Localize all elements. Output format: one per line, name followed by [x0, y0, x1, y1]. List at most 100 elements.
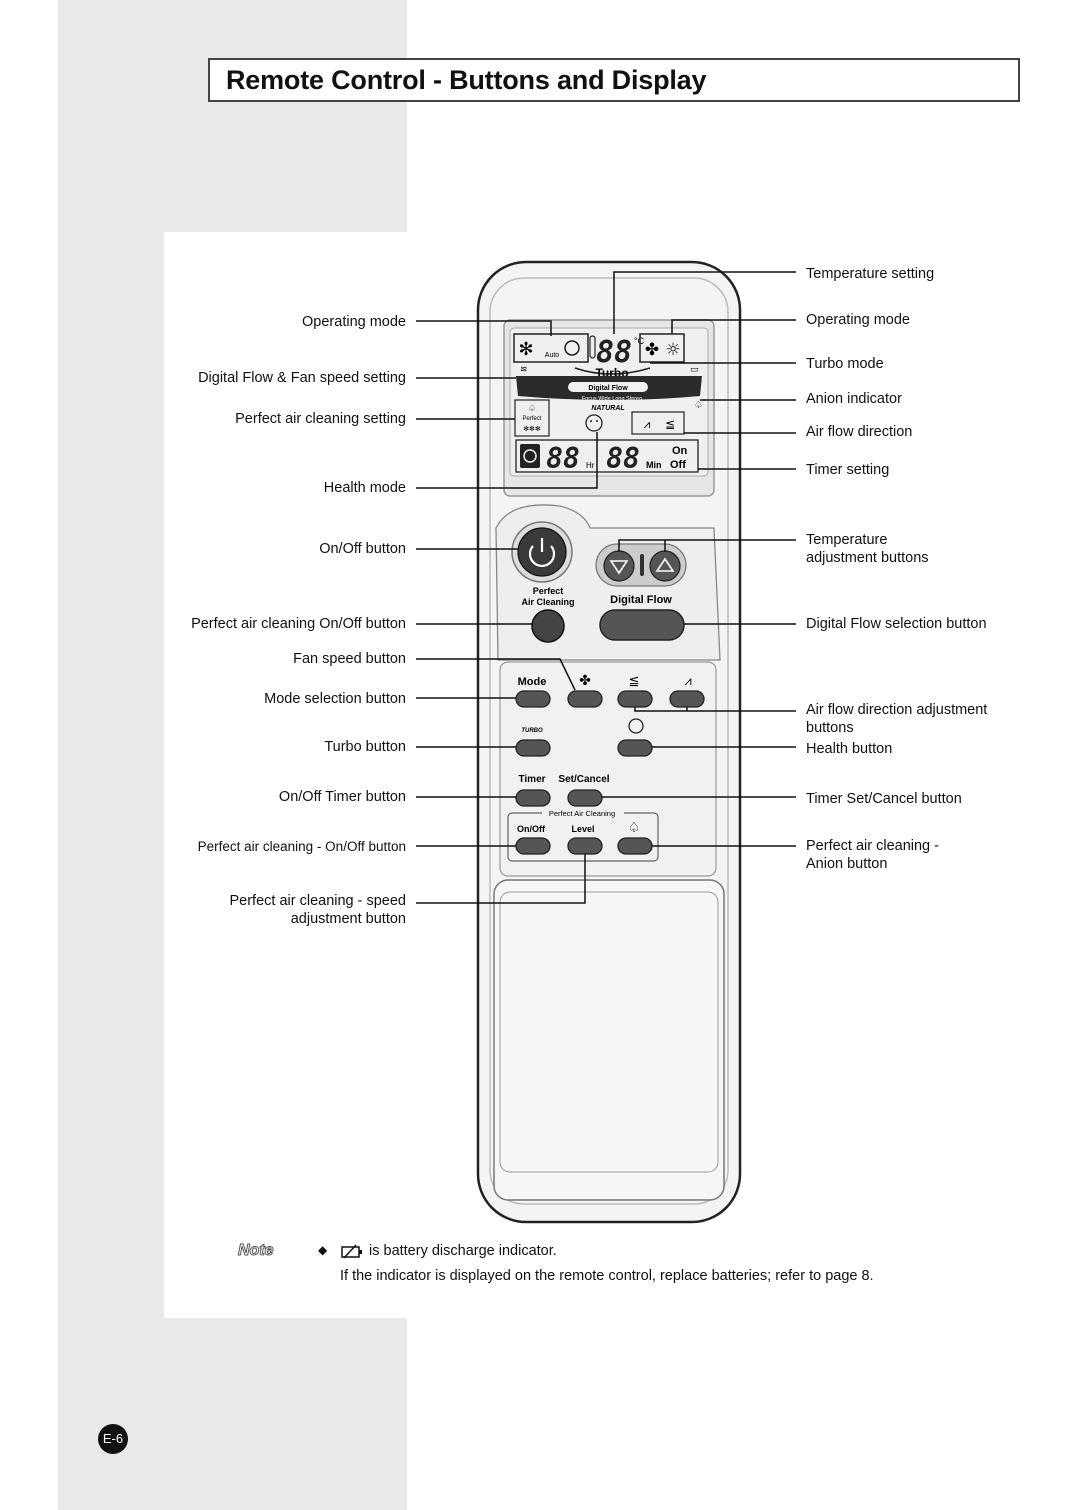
timer-label: Timer — [518, 774, 545, 785]
pac-group-label: Perfect Air Cleaning — [549, 809, 615, 818]
natural-label: NATURAL — [591, 405, 624, 412]
health-button[interactable] — [617, 739, 653, 757]
label-pac-anion-button: Perfect air cleaning - Anion button — [806, 838, 939, 872]
perfect-lcd-label: Perfect — [522, 416, 541, 422]
leader-lines-right — [602, 271, 796, 847]
heat-mode-icon: ☼ — [665, 340, 680, 360]
perfect-box — [514, 399, 550, 437]
turbo-small-label: TURBO — [521, 728, 543, 734]
signal-icon: ≋ — [520, 365, 528, 375]
pac-anion-button[interactable] — [617, 837, 653, 855]
perfect-level-icon: ✻✻✻ — [523, 425, 541, 433]
horizontal-swing-button[interactable] — [617, 690, 653, 708]
label-mode-selection-button: Mode selection button — [264, 691, 406, 707]
label-fan-speed-button: Fan speed button — [293, 651, 406, 667]
level-label: Level — [571, 824, 594, 834]
fan-mode-icon: ✤ — [645, 340, 659, 360]
pac-level-button[interactable] — [567, 837, 603, 855]
clock-icon — [523, 449, 537, 463]
page-title: Remote Control - Buttons and Display — [226, 65, 707, 95]
perfect-anion-icon: ♤ — [528, 404, 536, 414]
air-flow-lcd-box — [631, 411, 685, 435]
temperature-digits: 88 — [596, 335, 632, 370]
health-lcd-icon — [585, 414, 603, 432]
fan-heat-icons-box — [639, 333, 685, 363]
digital-flow-button-label: Digital Flow — [610, 594, 672, 606]
thermometer-icon — [589, 335, 596, 359]
label-turbo-mode: Turbo mode — [806, 356, 884, 372]
pac-button-label-2: Air Cleaning — [521, 597, 574, 607]
hr-label: Hr — [586, 461, 595, 470]
thermometer-small-icon — [640, 554, 644, 576]
label-perfect-air-cleaning-setting: Perfect air cleaning setting — [235, 411, 406, 427]
pac-onoff-button[interactable] — [515, 837, 551, 855]
vertical-swing-button[interactable] — [669, 690, 705, 708]
battery-icon-lcd: ▭ — [690, 365, 699, 375]
timer-button[interactable] — [515, 789, 551, 807]
label-pac-onoff-button: Perfect air cleaning On/Off button — [191, 616, 406, 632]
fan-speed-icon: ✤ — [579, 673, 591, 689]
timer-hours-digits: 88 — [546, 442, 580, 475]
note-line-2: If the indicator is displayed on the rem… — [340, 1268, 874, 1284]
health-button-icon — [628, 718, 644, 734]
label-turbo-button: Turbo button — [324, 739, 406, 755]
horizontal-swing-btn-icon: ≦ — [629, 674, 640, 689]
label-health-mode: Health mode — [323, 480, 406, 496]
down-arrow-icon — [609, 560, 629, 575]
label-timer-set-cancel: Timer Set/Cancel button — [806, 791, 962, 807]
timer-clock-box — [520, 444, 540, 468]
label-pac-onoff-button-2: Perfect air cleaning - On/Off button — [197, 839, 406, 854]
mode-label: Mode — [518, 676, 547, 688]
timer-display-box — [515, 439, 699, 473]
fan-speed-button[interactable] — [567, 690, 603, 708]
label-temperature-setting: Temperature setting — [806, 266, 935, 282]
temperature-up-button[interactable] — [649, 550, 681, 582]
turbo-button[interactable] — [515, 739, 551, 757]
timer-mins-digits: 88 — [606, 442, 640, 475]
background-band-top — [58, 0, 407, 232]
horizontal-swing-icon: ≦ — [665, 417, 675, 431]
dry-mode-icon — [564, 340, 580, 356]
note-heading: Note — [238, 1242, 275, 1260]
onoff-label: On/Off — [517, 824, 546, 834]
digital-flow-lcd-label: Digital Flow — [588, 385, 628, 392]
min-label: Min — [646, 460, 662, 470]
label-digital-flow-fan: Digital Flow & Fan speed setting — [198, 370, 406, 386]
set-cancel-button[interactable] — [567, 789, 603, 807]
battery-discharge-icon — [341, 1244, 362, 1259]
page-number: E-6 — [98, 1424, 128, 1454]
power-icon — [528, 545, 556, 568]
label-temperature-adjustment: Temperature adjustment buttons — [806, 532, 929, 566]
anion-lcd-icon: ♤ — [694, 400, 703, 411]
leader-lines-left — [416, 320, 598, 904]
digital-flow-button[interactable] — [599, 609, 685, 641]
note-line-1: is battery discharge indicator. — [369, 1243, 557, 1259]
remote-lower-cover — [493, 879, 725, 1201]
cool-mode-icon: ✻ — [518, 339, 533, 360]
note-bullet-icon: ◆ — [318, 1243, 328, 1257]
temperature-down-button[interactable] — [603, 550, 635, 582]
flow-modes-label: Focus Wide Long Stereo — [582, 396, 643, 402]
label-onoff-timer-button: On/Off Timer button — [278, 789, 406, 805]
up-arrow-icon — [655, 557, 675, 572]
turbo-arc — [574, 367, 651, 375]
vertical-swing-icon: ⩘ — [644, 417, 651, 431]
label-onoff-button: On/Off button — [319, 541, 406, 557]
auto-mode-label: Auto — [545, 352, 560, 359]
label-timer-setting: Timer setting — [806, 462, 890, 478]
background-band-left — [58, 0, 164, 1510]
lcd-screen — [509, 327, 709, 477]
label-air-flow-adjustment: Air flow direction adjustment buttons — [806, 702, 988, 736]
pac-onoff-round-button[interactable] — [531, 609, 565, 643]
label-operating-mode-right: Operating mode — [806, 312, 910, 328]
anion-button-icon: ♤ — [628, 820, 641, 836]
lower-button-panel — [499, 661, 717, 877]
mode-button[interactable] — [515, 690, 551, 708]
remote-cover-inner — [499, 891, 719, 1173]
pac-button-label-1: Perfect — [533, 586, 564, 596]
label-anion-indicator: Anion indicator — [806, 391, 902, 407]
page-title-box: Remote Control - Buttons and Display — [208, 58, 1020, 102]
set-cancel-label: Set/Cancel — [558, 774, 609, 785]
label-air-flow-direction: Air flow direction — [806, 424, 913, 440]
